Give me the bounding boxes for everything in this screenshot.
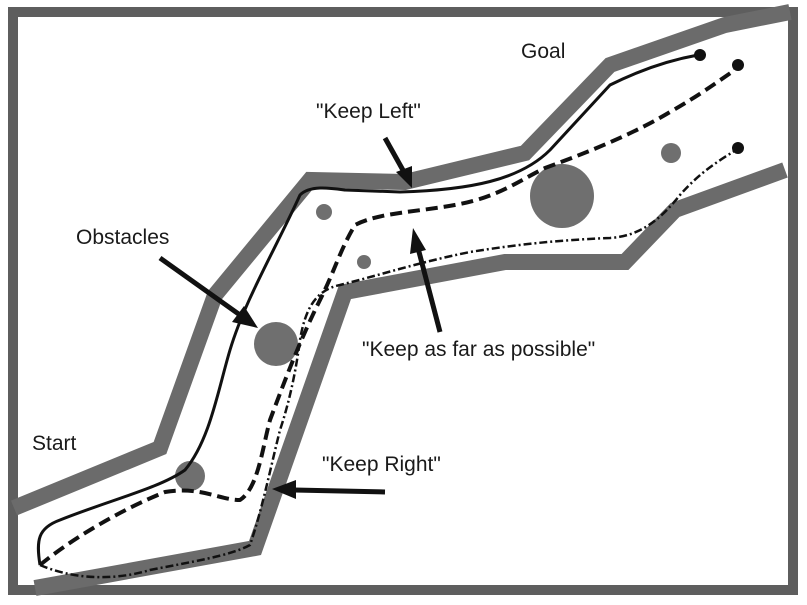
keep-far-label: "Keep as far as possible" bbox=[362, 338, 595, 361]
obstacles-arrowhead bbox=[232, 306, 258, 328]
start-label: Start bbox=[32, 432, 77, 455]
outer-frame bbox=[8, 7, 798, 595]
keep-left-arrowhead bbox=[396, 166, 412, 188]
corridor-upper-wall bbox=[10, 4, 792, 516]
goal-endpoint-3 bbox=[732, 142, 744, 154]
obstacle-right bbox=[661, 143, 681, 163]
obstacle-small-1 bbox=[316, 204, 332, 220]
goal-label: Goal bbox=[521, 40, 565, 63]
keep-far-path bbox=[38, 63, 739, 567]
corridor-lower-wall bbox=[33, 162, 788, 596]
keep-left-path bbox=[36, 53, 699, 566]
keep-right-arrowhead bbox=[272, 480, 296, 499]
obstacles-arrow bbox=[158, 255, 242, 318]
goal-endpoint-1 bbox=[694, 49, 706, 61]
keep-right-label: "Keep Right" bbox=[322, 453, 441, 476]
goal-endpoint-2 bbox=[732, 59, 744, 71]
keep-far-arrow bbox=[415, 247, 443, 333]
obstacles-label: Obstacles bbox=[76, 226, 169, 249]
keep-left-label: "Keep Left" bbox=[316, 100, 421, 123]
obstacle-lower bbox=[175, 461, 205, 491]
keep-right-path bbox=[39, 148, 737, 579]
keep-far-arrowhead bbox=[410, 228, 426, 254]
obstacle-large bbox=[530, 164, 594, 228]
obstacle-medium bbox=[254, 322, 298, 366]
obstacle-small-2 bbox=[357, 255, 371, 269]
keep-left-arrow bbox=[382, 136, 407, 174]
keep-right-arrow bbox=[293, 487, 386, 495]
